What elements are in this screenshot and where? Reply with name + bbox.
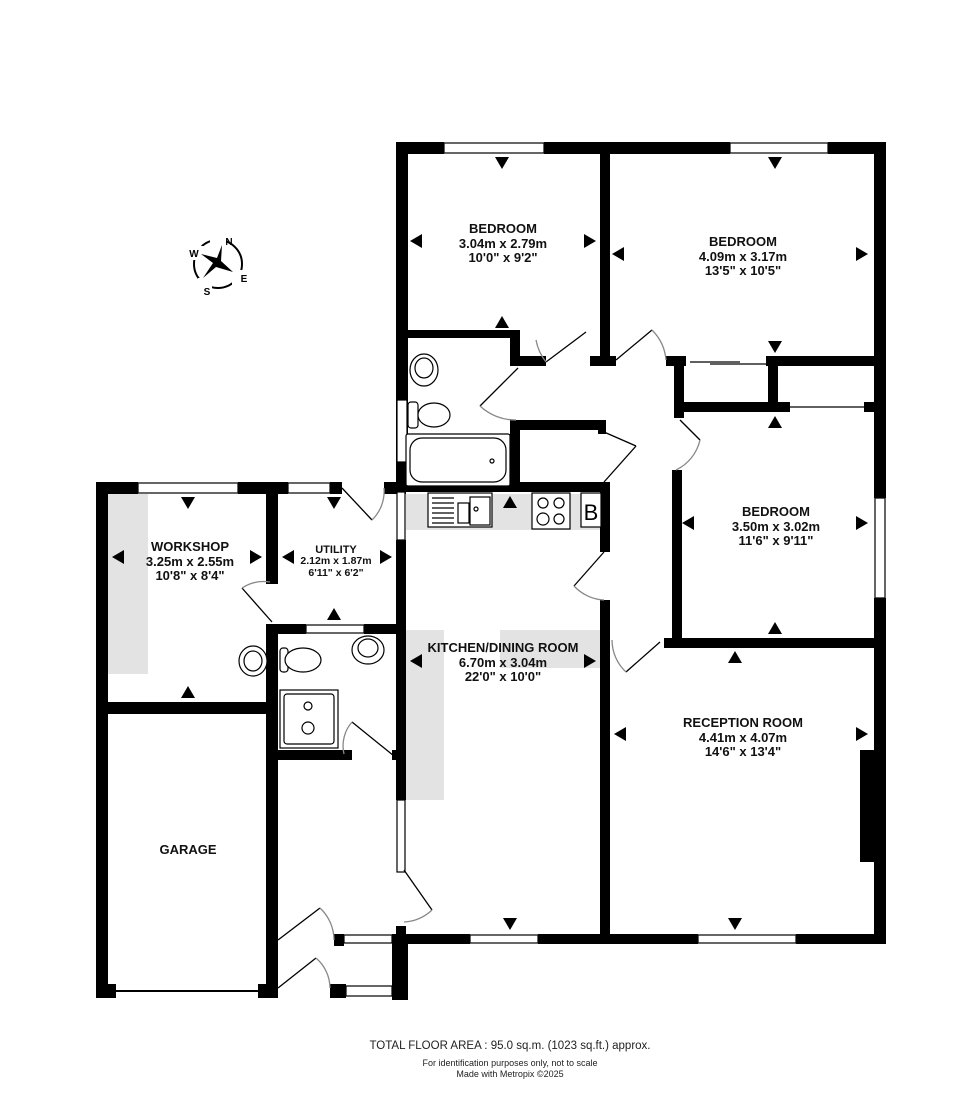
room-imperial: 11'6" x 9'11" xyxy=(738,533,814,549)
room-label-bedroom-1: BEDROOM 3.04m x 2.79m 10'0" x 9'2" xyxy=(458,221,548,266)
room-imperial: 14'6" x 13'4" xyxy=(704,744,782,760)
room-name: BEDROOM xyxy=(709,234,777,249)
compass-n: N xyxy=(225,237,232,248)
room-imperial: 10'0" x 9'2" xyxy=(468,250,538,266)
room-name: KITCHEN/DINING ROOM xyxy=(427,640,579,655)
compass-e: E xyxy=(241,274,248,285)
windows xyxy=(116,142,886,997)
room-imperial: 6'11" x 6'2" xyxy=(308,567,364,580)
room-imperial: 22'0" x 10'0" xyxy=(464,669,542,685)
room-metric: 3.04m x 2.79m xyxy=(458,235,548,251)
room-name: GARAGE xyxy=(159,842,217,857)
compass-w: W xyxy=(189,249,199,260)
room-name: WORKSHOP xyxy=(151,539,229,554)
room-label-garage: GARAGE xyxy=(159,842,217,858)
room-label-reception: RECEPTION ROOM 4.41m x 4.07m 14'6" x 13'… xyxy=(683,715,803,760)
room-metric: 4.09m x 3.17m xyxy=(698,248,788,264)
room-name: BEDROOM xyxy=(469,221,537,236)
compass-rose-icon: N E S W xyxy=(188,234,248,298)
room-metric: 3.50m x 3.02m xyxy=(731,518,821,534)
room-label-workshop: WORKSHOP 3.25m x 2.55m 10'8" x 8'4" xyxy=(145,539,235,584)
toilet-icon xyxy=(407,401,419,429)
room-imperial: 10'8" x 8'4" xyxy=(155,568,225,584)
kitchen-fixtures xyxy=(427,492,602,530)
room-label-bedroom-2: BEDROOM 4.09m x 3.17m 13'5" x 10'5" xyxy=(698,234,788,279)
bathroom-fixtures xyxy=(238,353,511,749)
credit: Made with Metropix ©2025 xyxy=(456,1069,564,1079)
compass-s: S xyxy=(204,287,211,298)
room-metric: 3.25m x 2.55m xyxy=(145,553,235,569)
room-label-utility: UTILITY 2.12m x 1.87m 6'11" x 6'2" xyxy=(300,544,371,580)
hob-icon xyxy=(531,492,571,530)
total-floor-area: TOTAL FLOOR AREA : 95.0 sq.m. (1023 sq.f… xyxy=(369,1040,651,1052)
room-name: RECEPTION ROOM xyxy=(683,715,803,730)
door-swings xyxy=(241,329,701,989)
room-metric: 4.41m x 4.07m xyxy=(698,729,788,745)
room-imperial: 13'5" x 10'5" xyxy=(704,263,782,279)
room-label-kitchen-dining: KITCHEN/DINING ROOM 6.70m x 3.04m 22'0" … xyxy=(427,640,579,685)
room-name: BEDROOM xyxy=(742,504,810,519)
disclaimer: For identification purposes only, not to… xyxy=(422,1058,598,1068)
room-metric: 2.12m x 1.87m xyxy=(300,555,372,568)
room-name: UTILITY xyxy=(315,544,357,556)
boiler-label: B xyxy=(584,500,599,525)
room-metric: 6.70m x 3.04m xyxy=(458,654,548,670)
room-label-bedroom-3: BEDROOM 3.50m x 3.02m 11'6" x 9'11" xyxy=(731,504,821,549)
boiler-icon xyxy=(580,492,602,528)
